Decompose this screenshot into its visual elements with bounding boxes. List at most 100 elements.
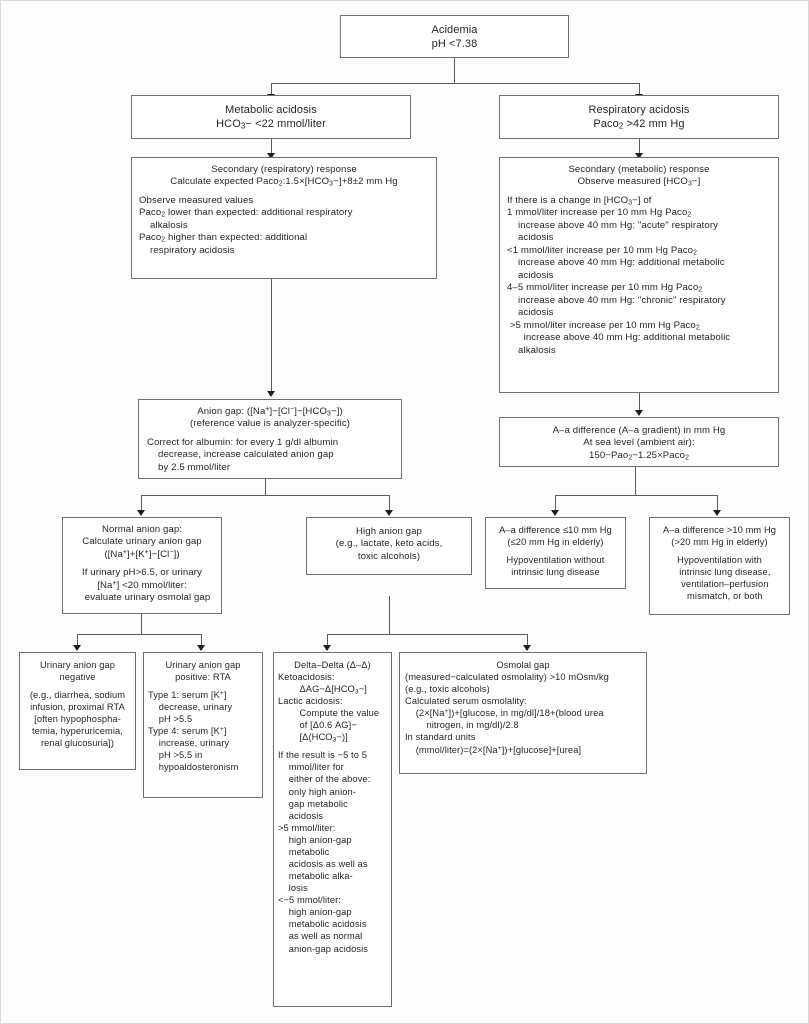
node-a-a-difference-low[interactable]: A–a difference ≤10 mm Hg (≤20 mm Hg in e…	[485, 517, 626, 589]
node-a-a-difference[interactable]: A–a difference (A–a gradient) in mm Hg A…	[499, 417, 779, 467]
delta-delta-line-4: Compute the value	[278, 708, 380, 719]
secondary-metabolic-line-0: Secondary (metabolic) response	[568, 164, 710, 175]
delta-delta-line-0: Delta–Delta (Δ–Δ)	[294, 660, 371, 670]
metabolic-acidosis-line-1: HCO3− <22 mmol/liter	[216, 118, 326, 132]
uag-positive-line-9: hypoaldosteronism	[148, 762, 239, 773]
connector-normalag-bus	[77, 634, 201, 635]
uag-positive-line-4: decrease, urinary	[148, 702, 233, 712]
respiratory-acidosis-line-0: Respiratory acidosis	[588, 104, 690, 116]
osmolal-gap-line-6: In standard units	[405, 732, 476, 743]
secondary-metabolic-line-6: acidosis	[507, 232, 554, 244]
secondary-metabolic-line-8: increase above 40 mm Hg: additional meta…	[507, 257, 725, 269]
osmolal-gap-line-3: Calculated serum osmolality:	[405, 696, 527, 707]
respiratory-acidosis-line-1: Paco2 >42 mm Hg	[593, 118, 685, 132]
arrow-metabolic-to-secondary	[267, 153, 275, 159]
aa-low-line-3: Hypoventilation without	[506, 554, 605, 565]
connector-highag-down	[389, 596, 390, 634]
secondary-metabolic-line-4: 1 mmol/liter increase per 10 mm Hg Paco2	[507, 207, 692, 219]
aa-high-line-6: mismatch, or both	[676, 591, 763, 602]
connector-to-aa-low	[555, 495, 556, 511]
connector-secondary-to-aadiff	[639, 393, 640, 411]
uag-positive-line-3: Type 1: serum [K+]	[148, 689, 227, 700]
uag-negative-line-1: negative	[59, 672, 96, 683]
uag-negative-line-6: temia, hyperuricemia,	[32, 726, 123, 737]
uag-negative-line-7: renal glucosuria])	[40, 738, 115, 749]
node-urinary-anion-gap-positive[interactable]: Urinary anion gap positive: RTA Type 1: …	[143, 652, 263, 798]
connector-to-aa-high	[717, 495, 718, 511]
aa-difference-line-2: 150−Pao2−1.25×Paco2	[588, 449, 690, 462]
connector-aniongap-bus	[141, 495, 389, 496]
acidemia-line-0: Acidemia	[431, 24, 478, 36]
uag-negative-line-4: infusion, proximal RTA	[30, 702, 125, 712]
secondary-metabolic-line-15: alkalosis	[507, 344, 556, 356]
node-delta-delta[interactable]: Delta–Delta (Δ–Δ) Ketoacidosis: ΔAG−Δ[HC…	[273, 652, 392, 1007]
normal-anion-gap-line-4: If urinary pH>6.5, or urinary	[82, 567, 202, 579]
node-respiratory-acidosis[interactable]: Respiratory acidosis Paco2 >42 mm Hg	[499, 95, 779, 139]
connector-aniongap-down	[265, 479, 266, 495]
osmolal-gap-line-7: (mmol/liter)=(2×[Na+])+[glucose]+[urea]	[405, 744, 582, 755]
secondary-metabolic-line-14: increase above 40 mm Hg: additional meta…	[507, 332, 731, 344]
node-high-anion-gap[interactable]: High anion gap (e.g., lactate, keto acid…	[306, 517, 472, 575]
node-acidemia[interactable]: Acidemia pH <7.38	[340, 15, 569, 58]
normal-anion-gap-line-0: Normal anion gap:	[101, 524, 183, 535]
anion-gap-line-3: Correct for albumin: for every 1 g/dl al…	[147, 436, 339, 448]
delta-delta-line-20: <−5 mmol/liter:	[278, 895, 341, 906]
delta-delta-line-1: Ketoacidosis:	[278, 672, 335, 683]
node-osmolal-gap[interactable]: Osmolal gap (measured−calculated osmolal…	[399, 652, 647, 774]
delta-delta-line-6: [Δ(HCO3−)]	[278, 732, 348, 744]
secondary-metabolic-line-5: increase above 40 mm Hg: "acute" respira…	[507, 219, 719, 231]
anion-gap-line-1: (reference value is analyzer-specific)	[189, 418, 351, 430]
arrow-secondary-to-aniongap	[267, 391, 275, 397]
secondary-metabolic-line-3: If there is a change in [HCO3−] of	[507, 194, 652, 207]
secondary-respiratory-line-3: Observe measured values	[139, 194, 254, 206]
node-normal-anion-gap[interactable]: Normal anion gap: Calculate urinary anio…	[62, 517, 222, 614]
uag-positive-line-1: positive: RTA	[175, 672, 231, 683]
normal-anion-gap-line-6: evaluate urinary osmolal gap	[73, 592, 211, 604]
node-urinary-anion-gap-negative[interactable]: Urinary anion gap negative (e.g., diarrh…	[19, 652, 136, 770]
delta-delta-line-17: acidosis as well as	[278, 859, 368, 870]
delta-delta-line-10: either of the above:	[278, 774, 371, 785]
arrow-respiratory-to-secondary	[635, 153, 643, 159]
node-metabolic-acidosis[interactable]: Metabolic acidosis HCO3− <22 mmol/liter	[131, 95, 411, 139]
node-secondary-respiratory-response[interactable]: Secondary (respiratory) response Calcula…	[131, 157, 437, 279]
uag-positive-line-5: pH >5.5	[148, 714, 193, 725]
connector-aadiff-down	[635, 467, 636, 495]
connector-metabolic-to-secondary	[271, 138, 272, 154]
arrow-to-delta-delta	[323, 645, 331, 651]
connector-respiratory-to-secondary	[639, 138, 640, 154]
secondary-metabolic-line-7: <1 mmol/liter increase per 10 mm Hg Paco…	[507, 244, 698, 257]
osmolal-gap-line-5: nitrogen, in mg/dl)/2.8	[405, 720, 519, 731]
node-a-a-difference-high[interactable]: A–a difference >10 mm Hg (>20 mm Hg in e…	[649, 517, 790, 615]
connector-secondary-to-aniongap	[271, 278, 272, 392]
uag-positive-line-8: pH >5.5 in	[148, 750, 203, 761]
aa-low-line-1: (≤20 mm Hg in elderly)	[507, 537, 604, 548]
secondary-metabolic-line-9: acidosis	[507, 269, 554, 281]
normal-anion-gap-line-1: Calculate urinary anion gap	[82, 536, 202, 548]
uag-positive-line-7: increase, urinary	[148, 738, 230, 749]
node-anion-gap[interactable]: Anion gap: ([Na+]−[Cl−]−[HCO3−]) (refere…	[138, 399, 402, 479]
delta-delta-line-13: acidosis	[278, 810, 324, 821]
delta-delta-line-24: anion-gap acidosis	[278, 943, 369, 954]
arrow-to-uag-positive	[197, 645, 205, 651]
uag-negative-line-5: [often hypophospha-	[34, 714, 121, 725]
metabolic-acidosis-line-0: Metabolic acidosis	[225, 104, 317, 116]
connector-to-metabolic	[271, 83, 272, 95]
aa-difference-line-0: A–a difference (A–a gradient) in mm Hg	[552, 425, 726, 436]
connector-to-uag-negative	[77, 634, 78, 646]
aa-high-line-3: Hypoventilation with	[677, 554, 762, 565]
aa-low-line-0: A–a difference ≤10 mm Hg	[499, 525, 612, 535]
delta-delta-line-23: as well as normal	[278, 931, 363, 942]
connector-acidemia-bus	[271, 83, 639, 84]
delta-delta-line-19: losis	[278, 883, 308, 894]
aa-high-line-5: ventilation–perfusion	[670, 579, 769, 590]
anion-gap-line-0: Anion gap: ([Na+]−[Cl−]−[HCO3−])	[197, 406, 343, 418]
connector-highag-bus	[327, 634, 527, 635]
delta-delta-line-3: Lactic acidosis:	[278, 696, 343, 707]
osmolal-gap-line-0: Osmolal gap	[496, 660, 550, 670]
connector-to-uag-positive	[201, 634, 202, 646]
delta-delta-line-12: gap metabolic	[278, 798, 348, 809]
secondary-respiratory-line-5: alkalosis	[139, 219, 188, 231]
connector-to-normal-ag	[141, 495, 142, 511]
node-secondary-metabolic-response[interactable]: Secondary (metabolic) response Observe m…	[499, 157, 779, 393]
connector-to-respiratory	[639, 83, 640, 95]
